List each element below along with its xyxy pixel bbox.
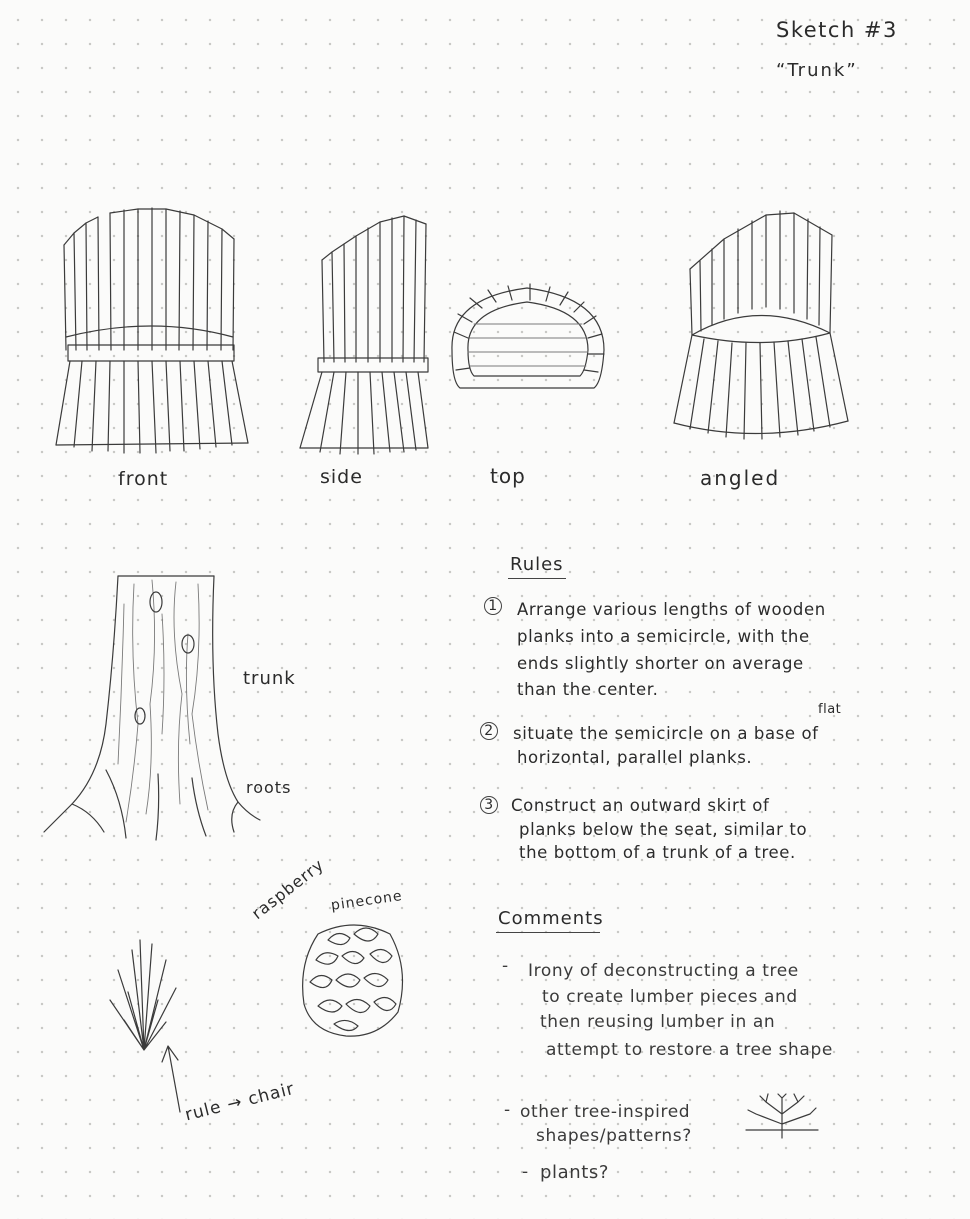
sketch-title: Sketch #3 bbox=[776, 18, 898, 42]
rule-line: Construct an outward skirt of bbox=[511, 796, 769, 815]
rule-number: 1 bbox=[484, 597, 502, 615]
caption-rule-to-chair: rule → chair bbox=[183, 1079, 297, 1126]
rule-line: than the center. bbox=[517, 680, 658, 699]
label-front: front bbox=[118, 468, 168, 490]
comments-underline bbox=[496, 932, 600, 933]
chair-front-sketch bbox=[52, 205, 252, 460]
label-raspberry: raspberry bbox=[248, 855, 328, 923]
comment-line: then reusing lumber in an bbox=[540, 1012, 775, 1032]
chair-side-sketch bbox=[296, 212, 436, 462]
label-top: top bbox=[490, 464, 526, 488]
chair-angled-sketch bbox=[668, 205, 858, 450]
rule-line: planks below the seat, similar to bbox=[519, 820, 807, 839]
label-pinecone: pinecone bbox=[330, 888, 404, 914]
comment-bullet: - bbox=[502, 956, 509, 976]
label-roots: roots bbox=[246, 778, 291, 797]
comment-bullet: - bbox=[522, 1162, 529, 1182]
rule-note-flat: flat bbox=[818, 702, 841, 717]
comment-line: other tree-inspired bbox=[520, 1102, 690, 1122]
rule-line: situate the semicircle on a base of bbox=[513, 724, 819, 743]
label-trunk: trunk bbox=[243, 668, 296, 689]
rules-underline bbox=[508, 578, 566, 579]
label-angled: angled bbox=[700, 466, 780, 490]
rule-number: 3 bbox=[480, 796, 498, 814]
comment-line: to create lumber pieces and bbox=[542, 987, 798, 1007]
chair-top-sketch bbox=[444, 278, 610, 398]
sketch-subtitle: “Trunk” bbox=[776, 60, 858, 81]
rule-line: planks into a semicircle, with the bbox=[517, 627, 810, 646]
comment-line: attempt to restore a tree shape bbox=[546, 1040, 833, 1060]
comment-line: shapes/patterns? bbox=[536, 1126, 692, 1146]
comment-bullet: - bbox=[504, 1100, 511, 1120]
comment-line: Irony of deconstructing a tree bbox=[528, 961, 799, 981]
rule-line: the bottom of a trunk of a tree. bbox=[519, 843, 796, 862]
rule-line: ends slightly shorter on average bbox=[517, 654, 804, 673]
rules-heading: Rules bbox=[510, 554, 564, 575]
rule-number: 2 bbox=[480, 722, 498, 740]
pinecone-sketch bbox=[298, 920, 410, 1040]
rule-line: horizontal, parallel planks. bbox=[517, 748, 752, 767]
label-side: side bbox=[320, 466, 363, 488]
rule-line: Arrange various lengths of wooden bbox=[517, 600, 826, 619]
arrow-up-icon bbox=[160, 1042, 190, 1114]
tree-trunk-sketch bbox=[42, 574, 262, 844]
comments-heading: Comments bbox=[498, 908, 604, 929]
comment-line: plants? bbox=[540, 1162, 609, 1183]
tree-branch-icon bbox=[746, 1094, 818, 1138]
